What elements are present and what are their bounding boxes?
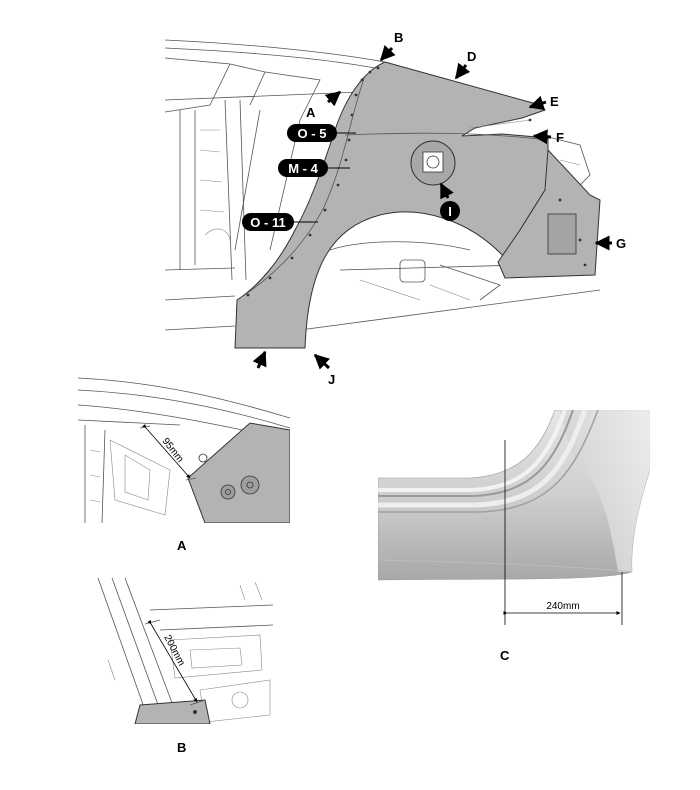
pill-m4 [278, 159, 328, 177]
detail-c: 240mm C [378, 410, 650, 663]
detail-c-dimension: 240mm [546, 601, 579, 612]
callout-f: F [556, 130, 564, 145]
detail-c-caption: C [500, 648, 510, 663]
callout-b: B [394, 30, 403, 45]
callout-g: G [616, 236, 626, 251]
detail-a-panel [187, 422, 290, 523]
pill-o11-label: O - 11 [250, 215, 285, 230]
detail-a: 95mm A [78, 375, 290, 553]
pill-o5-label: O - 5 [298, 126, 327, 141]
pill-m4-label: M - 4 [288, 161, 318, 176]
callout-i: I [448, 204, 452, 219]
callout-e: E [550, 94, 559, 109]
detail-b-caption: B [177, 740, 186, 755]
callout-d: D [467, 49, 476, 64]
callout-i-badge [440, 201, 460, 221]
quarter-panel [234, 61, 561, 349]
main-view: A B C D E F G J I O - 5 M - 4 O - 11 [164, 30, 626, 390]
detail-b: 200mm B [95, 578, 273, 755]
pill-o5 [287, 124, 337, 142]
detail-a-caption: A [177, 538, 187, 553]
callout-j: J [328, 372, 335, 387]
weld-points [246, 66, 587, 297]
pill-o11 [242, 213, 294, 231]
callout-a: A [306, 105, 316, 120]
